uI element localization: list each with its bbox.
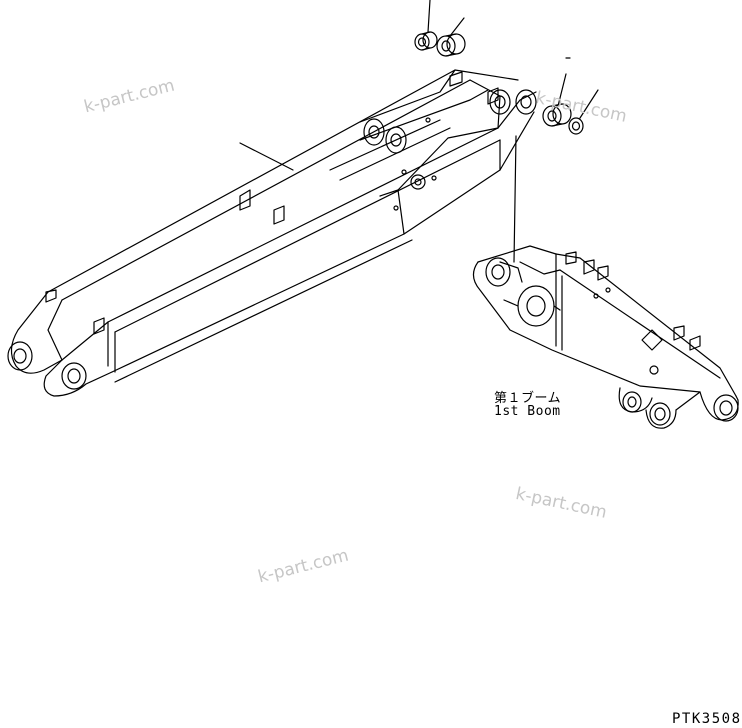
main-boom [7, 69, 537, 397]
detail-boom [472, 245, 739, 429]
leader-line-main [239, 142, 294, 171]
leader-line-detail [513, 135, 517, 263]
part-label-japanese: 第１ブーム [494, 391, 562, 406]
part-label-english: 1st Boom [494, 404, 561, 419]
bushings-top [414, 0, 466, 57]
drawing-code: PTK3508 [672, 711, 742, 727]
bushings-right [542, 57, 599, 135]
